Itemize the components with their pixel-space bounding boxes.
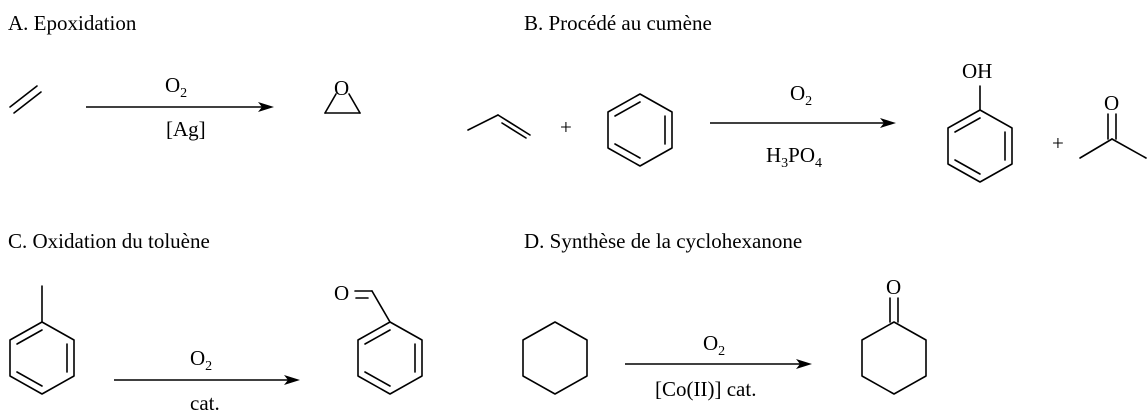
catalyst-phosphoric-acid: H3PO4 bbox=[766, 143, 822, 171]
acetone-structure: O bbox=[1079, 91, 1147, 159]
title-toluene-oxidation: C. Oxidation du toluène bbox=[8, 229, 210, 253]
title-epoxidation: A. Epoxidation bbox=[8, 11, 137, 35]
benzaldehyde-structure: O bbox=[334, 281, 423, 395]
benzene-structure bbox=[607, 93, 673, 167]
phenol-structure: OH bbox=[947, 59, 1013, 183]
reagent-o2-b: O2 bbox=[790, 81, 812, 109]
toluene-structure bbox=[9, 285, 75, 395]
reaction-arrow-d bbox=[625, 359, 812, 369]
cyclohexane-structure bbox=[522, 321, 588, 395]
reagent-o2-d: O2 bbox=[703, 331, 725, 359]
reagent-o2-c: O2 bbox=[190, 346, 212, 374]
reaction-arrow-c bbox=[114, 375, 300, 385]
title-cyclohexanone-synthesis: D. Synthèse de la cyclohexanone bbox=[524, 229, 802, 253]
reaction-arrow-a bbox=[86, 102, 274, 112]
ethylene-oxide-structure: O bbox=[324, 76, 361, 114]
epoxide-oxygen: O bbox=[334, 76, 349, 100]
catalyst-c: cat. bbox=[190, 391, 220, 415]
title-cumene-process: B. Procédé au cumène bbox=[524, 11, 712, 35]
phenol-hydroxyl: OH bbox=[962, 59, 992, 83]
ketone-oxygen: O bbox=[886, 275, 901, 299]
catalyst-cobalt: [Co(II)] cat. bbox=[655, 377, 756, 401]
aldehyde-oxygen: O bbox=[334, 281, 349, 305]
acetone-oxygen: O bbox=[1104, 91, 1119, 115]
ethylene-structure bbox=[9, 85, 42, 114]
propene-structure bbox=[467, 114, 531, 139]
plus-sign-b2: + bbox=[1052, 131, 1064, 155]
reaction-arrow-b bbox=[710, 118, 896, 128]
reagent-o2-a: O2 bbox=[165, 73, 187, 101]
cyclohexanone-structure: O bbox=[861, 275, 927, 395]
plus-sign-b1: + bbox=[560, 115, 572, 139]
catalyst-silver: [Ag] bbox=[166, 117, 206, 141]
